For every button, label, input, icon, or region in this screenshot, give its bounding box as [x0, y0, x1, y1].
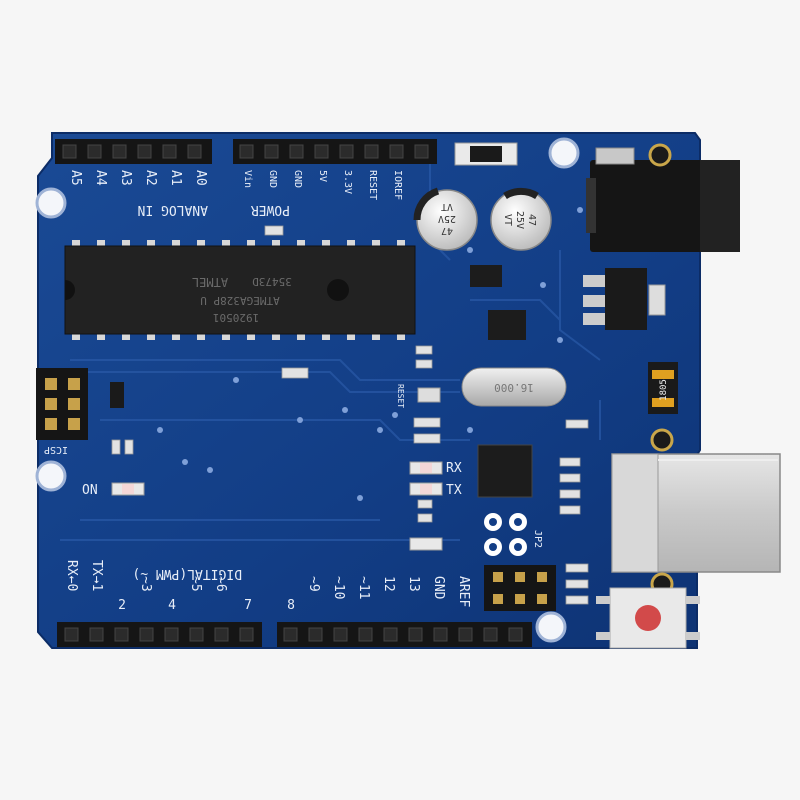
power-pin-label: GND — [267, 170, 278, 188]
power-pin-labels: Vin GND GND 5V 3.3V RESET IOREF — [242, 170, 403, 200]
icsp2-header — [484, 565, 556, 611]
usb-b-port — [611, 428, 781, 596]
chip-brand: ATMEL — [192, 275, 228, 289]
microcontroller-chip: ATMEL 35473D ATMEGA328P U 1920501 — [64, 240, 416, 340]
reset-label: RESET — [396, 384, 405, 408]
digital-pin-label: ~5 — [188, 576, 203, 592]
analog-pin-label: A5 — [68, 170, 83, 186]
digital-label: DIGITAL(PWM ~) — [132, 566, 242, 581]
digital-header-high — [277, 622, 532, 647]
jp2-label: JP2 — [532, 530, 543, 548]
digital-pin-label: 4 — [168, 598, 176, 613]
analog-pin-label: A3 — [118, 170, 133, 186]
digital-pin-label: ~3 — [138, 576, 153, 592]
analog-pin-label: A0 — [193, 170, 208, 186]
svg-text:VT: VT — [502, 214, 513, 226]
smd-components — [111, 225, 589, 605]
power-pin-label: 3.3V — [342, 170, 353, 194]
aref-pin-label: AREF — [456, 576, 471, 607]
analog-pin-labels: A5 A4 A3 A2 A1 A0 — [68, 170, 208, 186]
digital-pin-label: 13 — [406, 576, 421, 592]
svg-text:25V: 25V — [438, 213, 456, 224]
digital-header-low — [57, 622, 262, 647]
crystal-oscillator: 16.000 — [461, 367, 567, 407]
smd-chip — [470, 265, 502, 287]
on-led-label: ON — [82, 483, 98, 498]
smd-chip — [110, 382, 124, 408]
tx-pin-label: TX→1 — [89, 560, 104, 591]
dc-power-jack — [586, 143, 740, 252]
smd-chip — [488, 310, 526, 340]
digital-pin-label: 2 — [118, 598, 126, 613]
analog-in-label: ANALOG IN — [138, 202, 208, 217]
digital-pin-label: 7 — [244, 598, 252, 613]
analog-pin-label: A1 — [168, 170, 183, 186]
smd-regulator: 1805 — [648, 362, 678, 414]
chip-model: ATMEGA328P U — [200, 294, 279, 307]
rx-pin-label: RX←0 — [64, 560, 79, 591]
power-pin-label: GND — [292, 170, 303, 188]
reset-button[interactable] — [596, 587, 700, 649]
jp2-pads — [484, 513, 527, 556]
voltage-regulator — [583, 268, 666, 330]
tx-led-label: TX — [446, 483, 462, 498]
digital-pin-label: ~9 — [306, 576, 321, 592]
power-header — [233, 139, 437, 164]
power-label: POWER — [251, 202, 290, 217]
digital-pin-label: 8 — [287, 598, 295, 613]
svg-text:16.000: 16.000 — [494, 381, 534, 394]
power-pin-label: Vin — [242, 170, 253, 188]
digital-pin-label: ~11 — [356, 576, 371, 599]
gnd-pin-label: GND — [431, 576, 446, 600]
power-pin-label: 5V — [317, 170, 328, 182]
capacitor: 47 25V VT — [490, 187, 552, 251]
svg-text:1805: 1805 — [659, 379, 669, 401]
digital-pin-labels: 2 ~3 4 ~5 ~6 7 8 ~9 ~10 ~11 12 13 — [118, 576, 421, 613]
pcb-vias — [157, 207, 583, 501]
digital-pin-label: ~10 — [331, 576, 346, 599]
smd-chip — [417, 387, 441, 403]
mounting-hole — [35, 187, 67, 219]
tx-led — [409, 482, 443, 496]
svg-text:VT: VT — [441, 201, 453, 212]
l-led — [409, 537, 443, 551]
digital-pin-label: ~6 — [213, 576, 228, 592]
analog-header — [55, 139, 212, 164]
digital-pin-label: 12 — [381, 576, 396, 592]
power-pin-label: IOREF — [392, 170, 403, 200]
rx-led-label: RX — [446, 461, 462, 476]
chip-code: 35473D — [252, 275, 292, 288]
analog-pin-label: A2 — [143, 170, 158, 186]
rx-led — [409, 461, 443, 475]
smd-chip — [477, 444, 533, 498]
capacitor: 47 25V VT — [413, 187, 478, 251]
on-led — [111, 482, 145, 496]
svg-text:47: 47 — [441, 225, 453, 236]
svg-text:47: 47 — [526, 214, 537, 226]
mounting-hole — [548, 137, 580, 169]
mounting-hole — [35, 460, 67, 492]
power-pin-label: RESET — [367, 170, 378, 200]
icsp-header — [36, 368, 88, 440]
svg-text:25V: 25V — [514, 211, 525, 229]
analog-pin-label: A4 — [93, 170, 108, 186]
chip-date: 1920501 — [213, 311, 259, 324]
icsp-label: ICSP — [44, 444, 68, 455]
mounting-hole — [535, 611, 567, 643]
